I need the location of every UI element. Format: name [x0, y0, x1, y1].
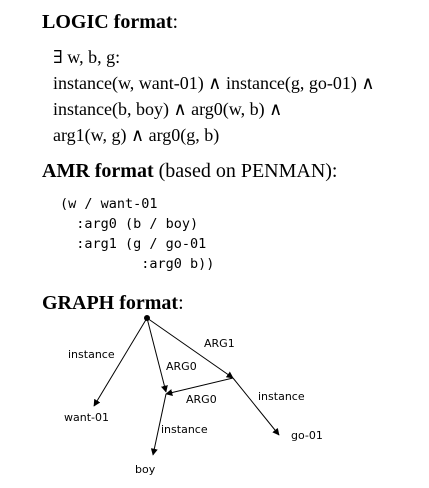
edge-label-arg0-root: ARG0 — [166, 360, 197, 373]
logic-heading-colon: : — [172, 11, 179, 33]
amr-heading-note: (based on PENMAN): — [153, 160, 338, 182]
edge-label-arg0-go: ARG0 — [186, 393, 217, 406]
amr-line-arg0-boy: :arg0 (b / boy) — [60, 216, 199, 232]
logic-heading-label: LOGIC format — [42, 11, 173, 33]
logic-line-instances: instance(w, want-01) ∧ instance(g, go-01… — [53, 73, 375, 93]
node-label-boy: boy — [135, 463, 156, 476]
amr-line-want: (w / want-01 — [60, 196, 158, 212]
node-label-go: go-01 — [291, 429, 323, 442]
logic-line-boy-arg0: instance(b, boy) ∧ arg0(w, b) ∧ — [53, 99, 283, 119]
logic-line-args: arg1(w, g) ∧ arg0(g, b) — [53, 125, 220, 145]
graph-heading-label: GRAPH format — [42, 292, 179, 314]
edge-label-instance-boy: instance — [161, 423, 208, 436]
edge-label-instance-go: instance — [258, 390, 305, 403]
logic-formula: ∃ w, b, g: instance(w, want-01) ∧ instan… — [53, 44, 375, 148]
edge-arg0-go-boy — [165, 377, 234, 396]
amr-format-heading: AMR format (based on PENMAN): — [42, 160, 338, 182]
edge-label-instance-want: instance — [68, 348, 115, 361]
amr-heading-label: AMR format — [42, 160, 154, 182]
logic-format-heading: LOGIC format: — [42, 11, 178, 33]
edge-arg0-boy — [146, 317, 168, 393]
edge-instance-want — [93, 317, 148, 407]
edge-arg1-go — [146, 317, 234, 379]
graph-heading-colon: : — [178, 292, 184, 314]
logic-line-quantifier: ∃ w, b, g: — [53, 47, 121, 67]
amr-line-arg0-b: :arg0 b)) — [60, 256, 215, 272]
amr-code: (w / want-01 :arg0 (b / boy) :arg1 (g / … — [60, 194, 214, 274]
node-label-want: want-01 — [64, 411, 109, 424]
graph-format-heading: GRAPH format: — [42, 292, 184, 314]
edge-instance-boy — [150, 393, 167, 456]
amr-line-arg1-go: :arg1 (g / go-01 — [60, 236, 207, 252]
edge-label-arg1-root: ARG1 — [204, 337, 235, 350]
edge-instance-go — [232, 377, 280, 436]
